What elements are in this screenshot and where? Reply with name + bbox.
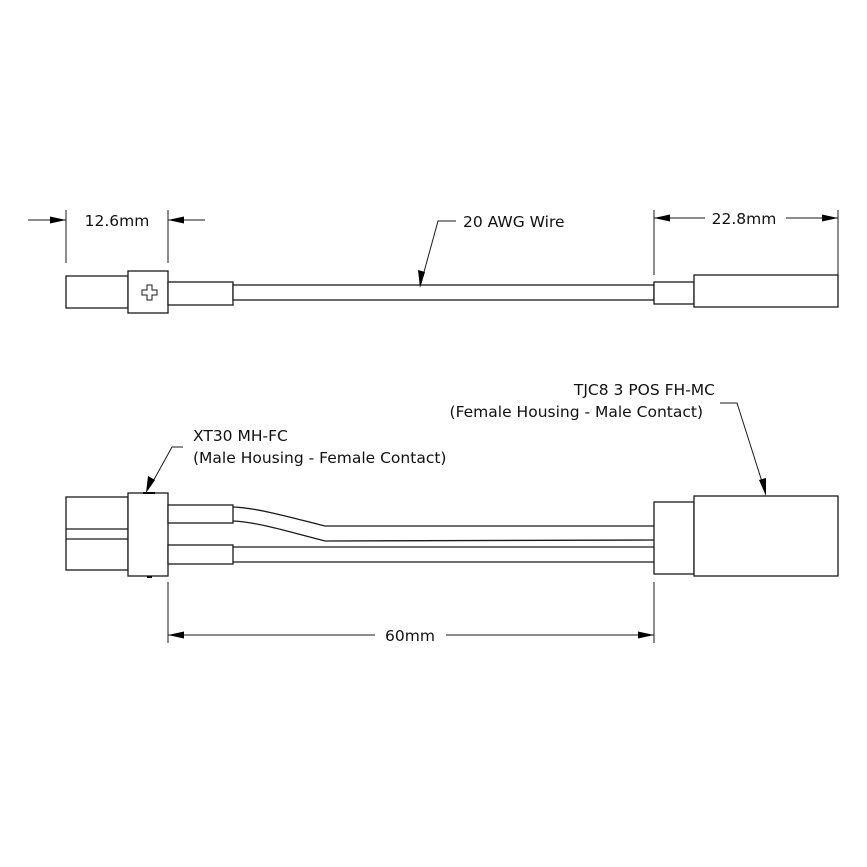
dimension-tjc8-length: 22.8mm [653,210,839,275]
tjc8-callout: TJC8 3 POS FH-MC (Female Housing - Male … [450,381,766,496]
heat-shrink-negative [167,544,234,565]
heat-shrink-tjc8 [653,501,695,575]
dimension-label: 60mm [385,627,435,645]
tjc8-title: TJC8 3 POS FH-MC [573,381,715,399]
arrow-right-icon [638,631,654,639]
arrow-left-icon [168,631,184,639]
tjc8-housing-side [693,495,839,577]
side-view: TJC8 3 POS FH-MC (Female Housing - Male … [65,381,839,645]
dimension-cable-length: 60mm [167,582,655,645]
plus-symbol-icon [141,284,158,301]
xt30-callout: XT30 MH-FC (Male Housing - Female Contac… [146,427,446,493]
arrow-left-icon [168,216,184,224]
tjc8-housing-top [693,274,839,308]
tjc8-subtitle: (Female Housing - Male Contact) [450,403,703,421]
wire-label: 20 AWG Wire [463,213,565,231]
xt30-housing-side [65,496,129,571]
xt30-housing-top [65,275,129,309]
xt30-subtitle: (Male Housing - Female Contact) [193,449,446,467]
heat-shrink-positive [167,504,234,524]
arrow-left-icon [654,214,670,222]
wire-positive [232,506,654,527]
arrow-down-icon [418,270,425,288]
xt30-title: XT30 MH-FC [193,427,288,445]
heat-shrink-right-top [653,281,695,305]
wire-callout: 20 AWG Wire [418,213,565,288]
xt30-flange-top [127,270,169,314]
arrow-right-icon [50,216,66,224]
arrow-down-icon [146,476,155,493]
dimension-xt30-length: 12.6mm [28,210,205,263]
heat-shrink-left-top [167,281,234,306]
wire-top [232,284,655,301]
dimension-label: 12.6mm [85,212,150,230]
arrow-right-icon [822,214,838,222]
arrow-down-icon [759,478,766,496]
top-view: 12.6mm 22.8mm 20 AWG Wire [28,210,839,314]
xt30-flange-side [127,492,169,577]
dimension-label: 22.8mm [712,210,777,228]
